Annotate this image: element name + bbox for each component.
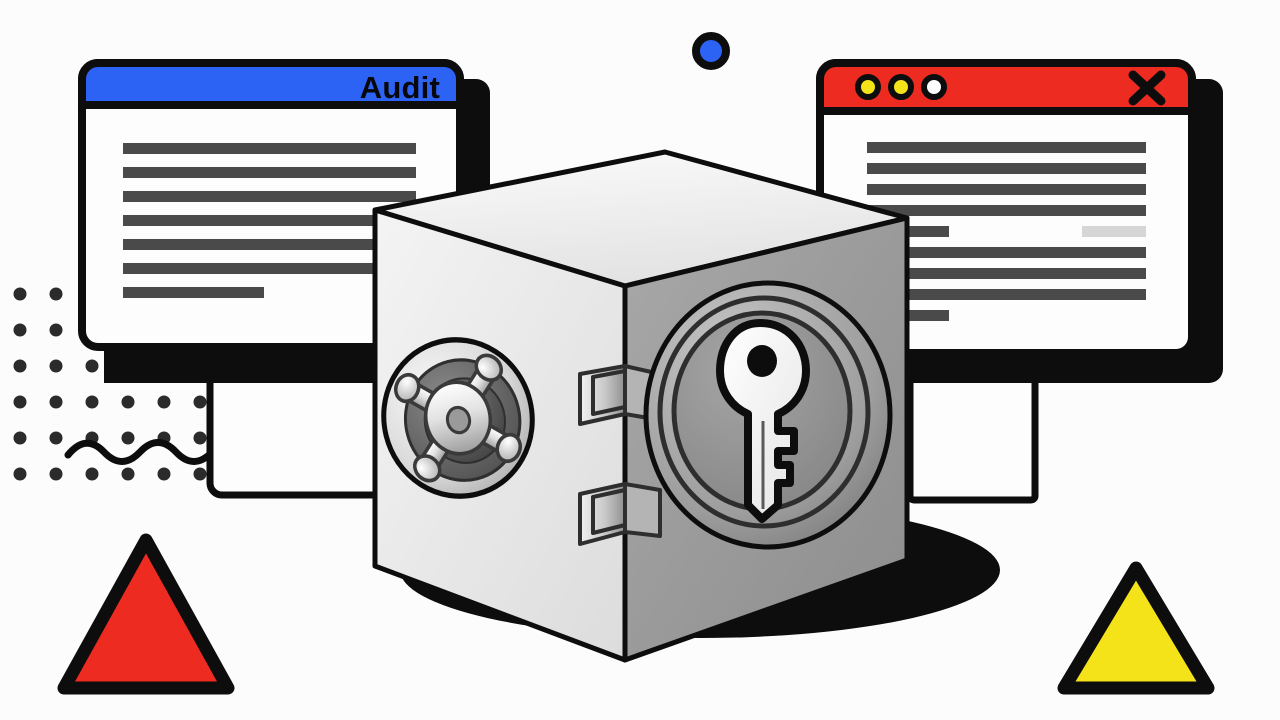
alert-window[interactable] bbox=[816, 59, 1223, 383]
text-line bbox=[867, 184, 1146, 195]
key-hole bbox=[747, 345, 777, 377]
text-line bbox=[123, 263, 416, 274]
text-line bbox=[867, 205, 1146, 216]
close-icon[interactable] bbox=[1128, 70, 1166, 106]
blue-dot-icon bbox=[692, 32, 730, 70]
text-line bbox=[123, 167, 416, 178]
dial-hub-center bbox=[445, 405, 472, 435]
dial-knobs bbox=[394, 353, 522, 483]
text-line bbox=[867, 142, 1146, 153]
dot-yellow-1-icon[interactable] bbox=[855, 74, 881, 100]
alert-window-stand bbox=[906, 371, 1039, 504]
text-line bbox=[867, 268, 1146, 279]
dot-white-icon[interactable] bbox=[921, 74, 947, 100]
text-line bbox=[123, 239, 416, 250]
red-triangle-icon bbox=[57, 533, 235, 695]
safe-hinge-bottom bbox=[578, 482, 662, 546]
door-ring-mid bbox=[657, 295, 871, 529]
text-line bbox=[123, 191, 416, 202]
audit-window[interactable] bbox=[78, 59, 490, 383]
text-line-muted bbox=[1082, 226, 1146, 237]
text-line bbox=[867, 289, 1146, 300]
text-line bbox=[123, 287, 264, 298]
audit-window-body bbox=[123, 143, 416, 298]
text-line bbox=[123, 143, 416, 154]
text-line bbox=[867, 163, 1146, 174]
key-icon bbox=[716, 319, 810, 523]
yellow-triangle-icon bbox=[1057, 561, 1215, 695]
combination-dial[interactable] bbox=[367, 324, 549, 512]
safe-vault[interactable] bbox=[367, 149, 1000, 663]
text-line bbox=[123, 215, 416, 226]
text-line bbox=[867, 247, 1146, 258]
alert-titlebar[interactable] bbox=[816, 59, 1196, 115]
dot-yellow-2-icon[interactable] bbox=[888, 74, 914, 100]
safe-door[interactable] bbox=[643, 280, 893, 550]
audit-titlebar[interactable] bbox=[78, 59, 464, 109]
